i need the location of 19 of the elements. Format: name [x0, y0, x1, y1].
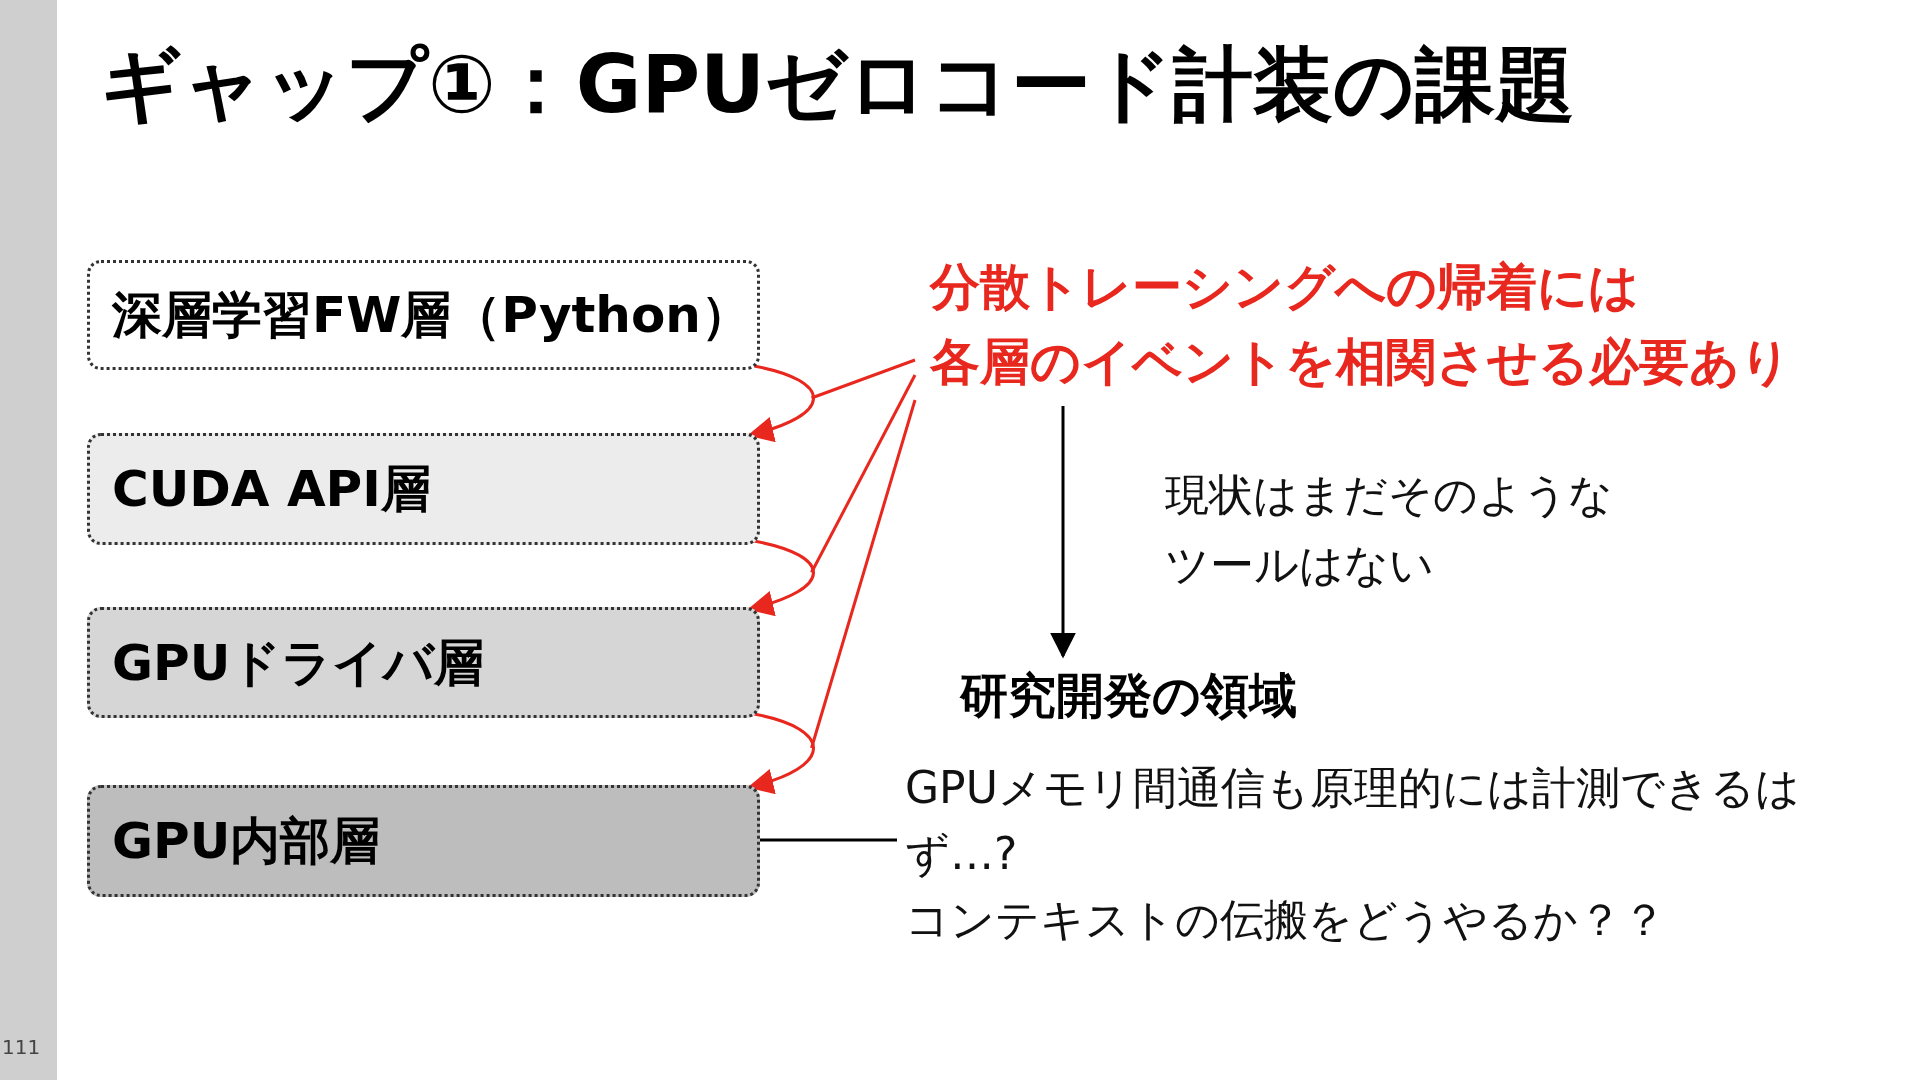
callout-text: 分散トレーシングへの帰着には	[930, 257, 1640, 318]
layer-box	[87, 433, 760, 545]
layer-box	[87, 785, 760, 897]
leader-line	[811, 358, 916, 400]
layer-label: CUDA API層	[112, 459, 431, 519]
leader-line	[810, 374, 917, 574]
leader-line	[810, 399, 917, 749]
arrow	[1050, 406, 1076, 659]
page-number: 111	[2, 1035, 41, 1059]
layer-label: GPUドライバ層	[112, 632, 485, 693]
layer-box	[87, 260, 760, 370]
section-heading: 研究開発の領域	[960, 666, 1297, 725]
callout-text: 各層のイベントを相関させる必要あり	[930, 332, 1791, 393]
slide-title: ギャップ①：GPUゼロコード計装の課題	[100, 37, 1575, 133]
note-text: コンテキストの伝搬をどうやるか？？	[905, 893, 1667, 947]
note-text: GPUメモリ間通信も原理的には計測できるはず…?	[905, 761, 1801, 881]
layer-box	[87, 607, 760, 718]
layer-label: GPU内部層	[112, 811, 381, 871]
layer-label: 深層学習FW層（Python）	[112, 285, 751, 345]
